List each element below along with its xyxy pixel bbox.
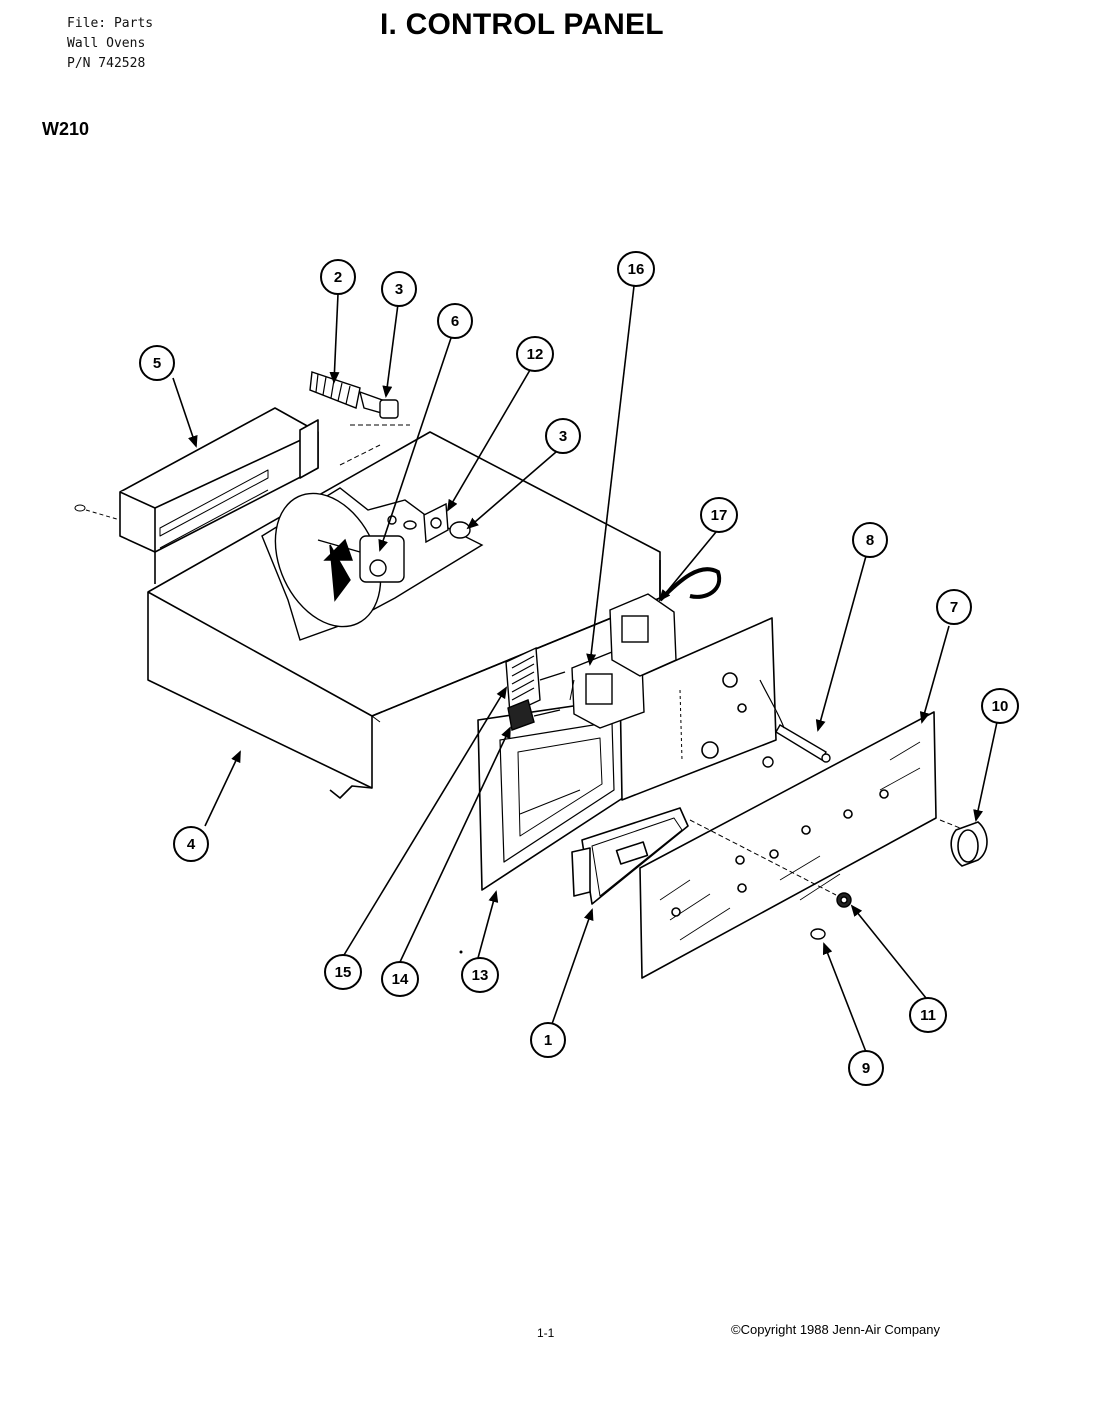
leader-line	[204, 750, 241, 827]
callout-15: 15	[324, 954, 362, 990]
callout-label: 6	[451, 313, 459, 330]
thermostat	[505, 646, 566, 716]
callout-label: 16	[628, 261, 645, 278]
leader-line	[172, 377, 198, 448]
callout-10: 10	[981, 688, 1019, 724]
callout-11: 11	[909, 997, 947, 1033]
leader-lines	[172, 285, 998, 1053]
leader-line	[658, 531, 717, 602]
door-lock-motor	[609, 567, 722, 677]
mounting-gasket	[387, 502, 471, 544]
leader-line	[446, 369, 531, 512]
knob-insert	[810, 928, 826, 940]
callout-label: 3	[559, 428, 567, 445]
callout-label: 17	[711, 507, 728, 524]
callout-4: 4	[173, 826, 209, 862]
file-info: File: Parts Wall Ovens P/N 742528	[67, 14, 153, 74]
leader-line	[477, 890, 499, 959]
vent-duct	[74, 407, 319, 584]
callout-label: 2	[334, 269, 342, 286]
switch-mounting-bracket	[619, 617, 777, 801]
file-line: Wall Ovens	[67, 36, 146, 51]
leader-line	[466, 451, 557, 530]
selector-switch	[507, 699, 561, 731]
callouts: 1 2 3 3 4 5 6	[139, 251, 1019, 1086]
heating-element-lead	[759, 679, 831, 768]
leader-line	[919, 625, 950, 724]
callout-12: 12	[516, 336, 554, 372]
callout-9: 9	[848, 1050, 884, 1086]
control-knob	[950, 821, 988, 867]
callout-5: 5	[139, 345, 175, 381]
callout-label: 8	[866, 532, 874, 549]
wire-harness	[309, 371, 410, 466]
leader-line	[850, 904, 927, 999]
callout-3: 3	[381, 271, 417, 307]
callout-13: 13	[461, 957, 499, 993]
page-number: 1-1	[537, 1326, 555, 1340]
callout-1: 1	[530, 1022, 566, 1058]
glass-control-panel	[639, 711, 961, 979]
control-panel-frame	[477, 697, 633, 891]
callout-label: 9	[862, 1060, 870, 1077]
model-number: W210	[42, 119, 90, 139]
callout-7: 7	[936, 589, 972, 625]
leader-line	[399, 726, 511, 963]
stray-dot	[459, 950, 463, 954]
callout-label: 11	[920, 1007, 936, 1024]
leader-line	[378, 337, 452, 552]
callout-label: 13	[472, 967, 489, 984]
callout-label: 15	[335, 964, 352, 981]
leader-line	[329, 293, 340, 384]
page-title: I. CONTROL PANEL	[380, 8, 664, 41]
callout-16: 16	[617, 251, 655, 287]
callout-3-second: 3	[545, 418, 581, 454]
callout-label: 7	[950, 599, 958, 616]
relay-switch	[569, 651, 645, 729]
callout-label: 5	[153, 355, 161, 372]
file-line: File: Parts	[67, 16, 154, 31]
leader-line	[382, 303, 399, 398]
callout-2: 2	[320, 259, 356, 295]
copyright-notice: ©Copyright 1988 Jenn-Air Company	[731, 1322, 941, 1337]
callout-17: 17	[700, 497, 738, 533]
leader-line	[586, 285, 635, 666]
callout-6: 6	[437, 303, 473, 339]
callout-label: 3	[395, 281, 403, 298]
leader-line	[822, 942, 867, 1053]
knob-bushing	[836, 892, 852, 908]
callout-label: 14	[392, 971, 409, 988]
callout-label: 1	[544, 1032, 552, 1049]
leader-line	[973, 721, 998, 822]
callout-14: 14	[381, 961, 419, 997]
clock-timer	[571, 807, 689, 905]
leader-line	[815, 555, 867, 732]
callout-label: 4	[187, 836, 196, 853]
callout-label: 12	[527, 346, 544, 363]
file-line: P/N 742528	[67, 56, 146, 71]
callout-label: 10	[992, 698, 1009, 715]
leader-line	[343, 686, 508, 956]
callout-8: 8	[852, 522, 888, 558]
leader-line	[551, 908, 594, 1025]
